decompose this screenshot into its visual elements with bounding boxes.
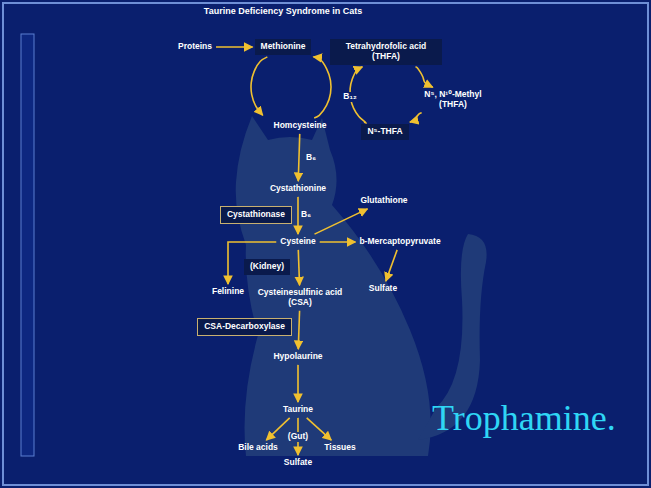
- annotation-label: B₆: [306, 153, 316, 163]
- node-text: Taurine: [283, 405, 313, 415]
- node-text: CSA-Decarboxylase: [204, 322, 285, 332]
- node-text: Cysteinesulfinic acid (CSA): [250, 288, 350, 308]
- node-text: Cystathionase: [227, 210, 285, 220]
- node-text: Proteins: [178, 42, 212, 52]
- annotation-label: B₁₂: [341, 92, 358, 102]
- pathway-arrow: [315, 209, 368, 234]
- node-text: Cysteine: [280, 237, 315, 247]
- pathway-arrow: [386, 250, 397, 281]
- slide-title: Taurine Deficiency Syndrome in Cats: [204, 6, 362, 16]
- node-text: Cystathionine: [270, 184, 326, 194]
- pathway-arrow: [313, 57, 331, 118]
- node-text: (Kidney): [250, 262, 284, 272]
- pathway-arrow: [307, 418, 332, 440]
- pathway-arrow: [216, 46, 253, 48]
- cofactor-label: B₆: [301, 210, 311, 220]
- side-bar: [21, 34, 34, 456]
- metabolite-node: b-Mercaptopyruvate: [357, 236, 442, 248]
- node-text: N⁵-THFA: [367, 127, 402, 137]
- node-text: Tissues: [324, 443, 356, 453]
- pathway-box: N⁵-THFA: [361, 124, 408, 140]
- metabolite-node: Homcysteine: [272, 120, 329, 132]
- brand-watermark: Trophamine.: [432, 398, 616, 439]
- node-text: Sulfate: [369, 284, 397, 294]
- metabolite-node: Tissues: [322, 442, 358, 454]
- node-text: Felinine: [212, 287, 244, 297]
- pathway-arrow: [298, 311, 299, 349]
- pathway-arrow: [297, 365, 299, 402]
- metabolite-node: Sulfate: [282, 457, 314, 469]
- metabolite-node: Hypolaurine: [271, 351, 324, 363]
- node-text: N⁵, N¹⁰-Methyl (THFA): [420, 90, 486, 110]
- pathway-arrow: [415, 67, 432, 87]
- cat-silhouette: [236, 116, 431, 456]
- pathway-arrow: [297, 197, 299, 234]
- pathway-arrow: [251, 57, 267, 115]
- metabolite-node: Bile acids: [236, 442, 280, 454]
- metabolite-node: N⁵, N¹⁰-Methyl (THFA): [418, 89, 488, 111]
- metabolite-node: Proteins: [176, 41, 214, 53]
- pathway-box: CSA-Decarboxylase: [197, 318, 292, 336]
- metabolite-node: Cysteine: [278, 236, 317, 248]
- pathway-box: Methionine: [255, 39, 312, 55]
- pathway-arrow: [320, 241, 356, 243]
- node-text: Glutathione: [360, 196, 407, 206]
- metabolite-node: Cysteinesulfinic acid (CSA): [248, 287, 352, 309]
- metabolite-node: Sulfate: [367, 283, 399, 295]
- pathway-box: Tetrahydrofolic acid (THFA): [330, 39, 442, 65]
- pathway-box: (Kidney): [244, 259, 290, 275]
- node-text: Bile acids: [238, 443, 278, 453]
- node-text: Sulfate: [284, 458, 312, 468]
- pathway-arrow: [410, 113, 422, 122]
- pathway-arrow: [298, 250, 299, 285]
- pathway-box: CystathionaseB₆: [220, 206, 292, 224]
- metabolite-node: Cystathionine: [268, 183, 328, 195]
- metabolite-node: Glutathione: [358, 195, 409, 207]
- node-text: Methionine: [261, 42, 306, 52]
- pathway-arrow: [298, 134, 300, 181]
- metabolite-node: Taurine: [281, 404, 315, 416]
- node-text: Homcysteine: [274, 121, 327, 131]
- node-text: b-Mercaptopyruvate: [359, 237, 440, 247]
- node-text: Hypolaurine: [273, 352, 322, 362]
- annotation-label: (Gut): [286, 432, 310, 442]
- node-text: Tetrahydrofolic acid (THFA): [336, 42, 436, 62]
- metabolite-node: Felinine: [210, 286, 246, 298]
- slide-frame: [3, 3, 648, 485]
